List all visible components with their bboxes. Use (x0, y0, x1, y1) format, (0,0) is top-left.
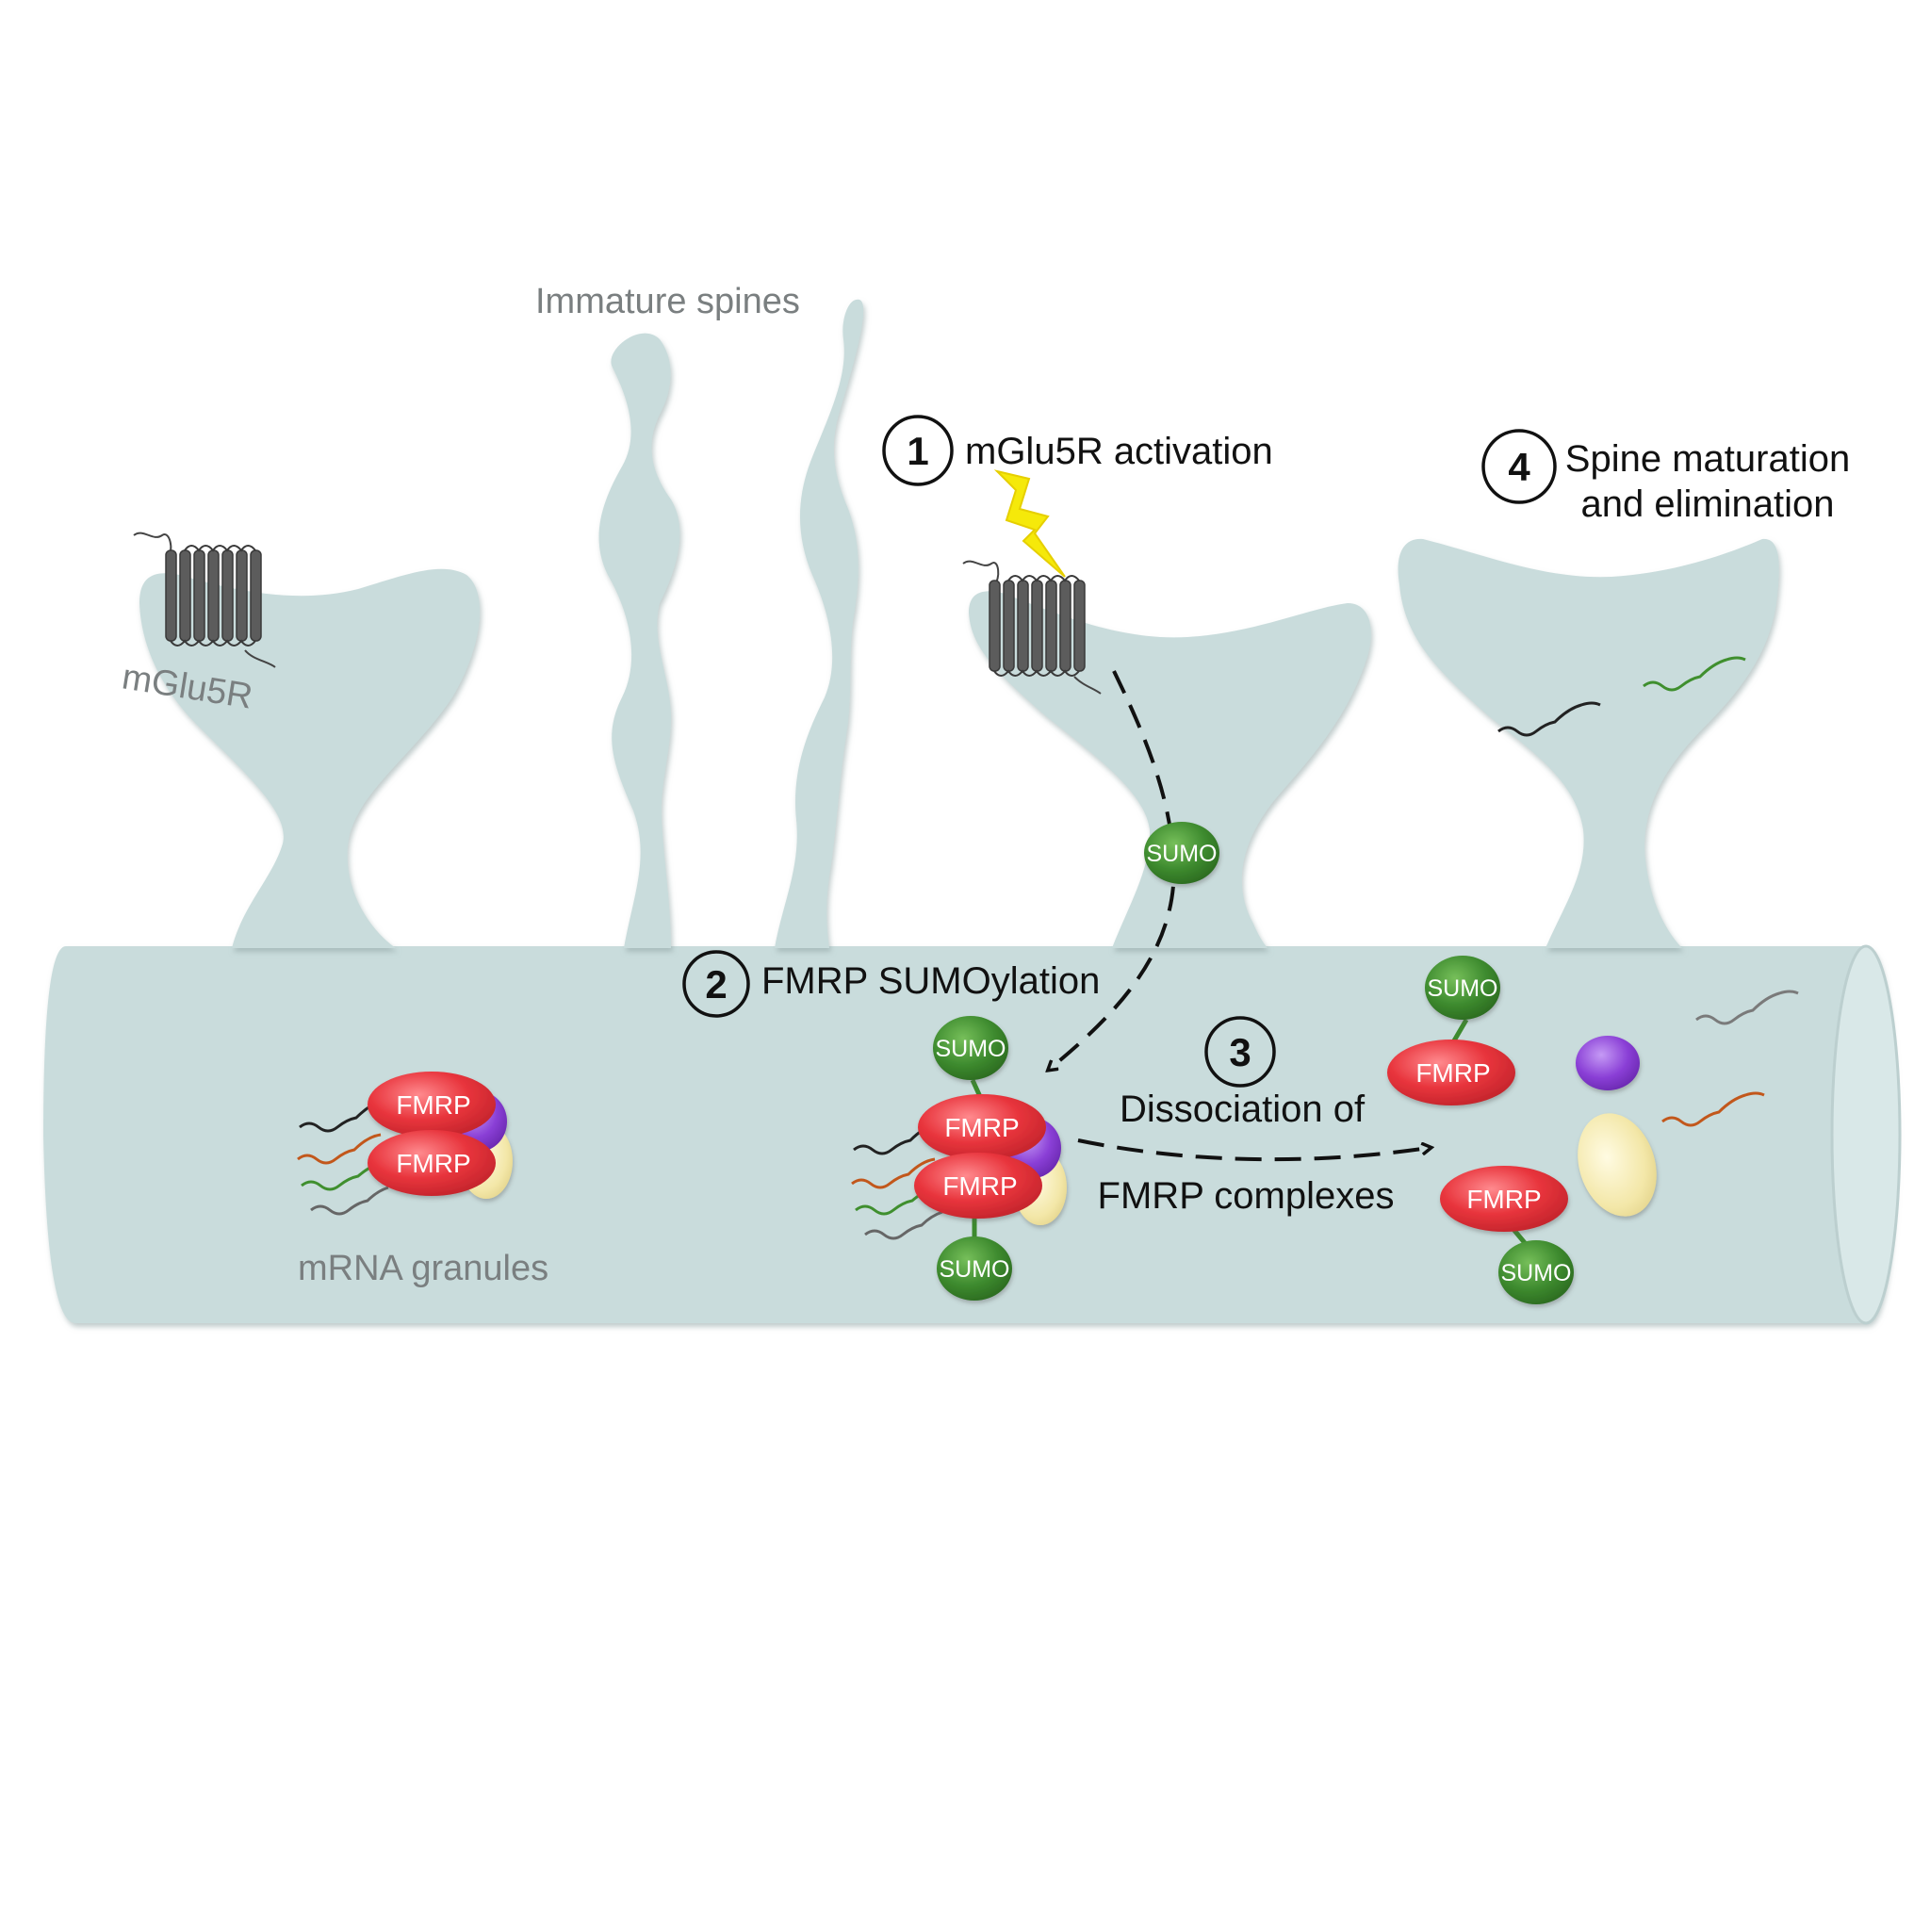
fmrp-protein (914, 1153, 1042, 1219)
mglu5r-receptor-left (133, 532, 276, 668)
step-3-line1: Dissociation of (1120, 1089, 1366, 1130)
sumo-label: SUMO (940, 1256, 1010, 1283)
spine-immature-right (775, 299, 864, 948)
lightning-icon (993, 469, 1066, 578)
spine-immature-left (598, 333, 680, 949)
mrna-granules-label: mRNA granules (298, 1249, 548, 1288)
fmrp-label: FMRP (396, 1090, 470, 1120)
fmrp-label: FMRP (396, 1149, 470, 1178)
sumo-protein (1425, 956, 1500, 1020)
dendrite-cut-end (1830, 944, 1902, 1325)
mglu5r-receptor-activated (962, 560, 1102, 695)
mrna-strand-free (1661, 1091, 1765, 1127)
mrna-strand (310, 1186, 389, 1216)
step-3-badge (1204, 1016, 1276, 1088)
step-4-number: 4 (1508, 445, 1530, 489)
dissociated-complex-top: SUMO FMRP (1387, 956, 1515, 1105)
sumo-label: SUMO (1501, 1260, 1572, 1286)
fmrp-label: FMRP (1466, 1185, 1541, 1214)
mrna-strand (297, 1133, 382, 1165)
arrow-activation-to-sumoylation (1050, 670, 1176, 1069)
step-3: 3 Dissociation of FMRP complexes (1098, 1016, 1395, 1217)
fmrp-protein (368, 1130, 496, 1196)
sumo-in-spine: SUMO (1144, 822, 1219, 884)
step-3-line2: FMRP complexes (1098, 1175, 1395, 1217)
fmrp-label: FMRP (944, 1113, 1019, 1142)
sumo-link (1450, 1018, 1469, 1044)
step-2-text: FMRP SUMOylation (761, 960, 1100, 1002)
fmrp-protein (1387, 1040, 1515, 1105)
mrna-strand (301, 1161, 384, 1191)
mrna-strand-spine (1497, 701, 1601, 737)
fmrp-label: FMRP (1415, 1058, 1490, 1088)
mrna-strand (864, 1210, 943, 1240)
sumo-protein (933, 1016, 1008, 1080)
sumo-label: SUMO (1147, 841, 1218, 867)
dissociated-complex-bottom: FMRP SUMO (1440, 1166, 1574, 1304)
step-1-number: 1 (907, 429, 928, 473)
mrna-granule-sumoylated: SUMO FMRP FMRP SUMO (851, 1016, 1067, 1301)
mrna-strand (851, 1157, 936, 1189)
immature-spines-label: Immature spines (535, 282, 800, 321)
purple-protein-free (1576, 1036, 1640, 1090)
sumo-label: SUMO (936, 1036, 1006, 1062)
step-1-badge (882, 415, 954, 486)
step-4-line1: Spine maturation (1565, 438, 1850, 480)
step-4-badge (1481, 429, 1557, 504)
sumo-label: SUMO (1428, 975, 1498, 1002)
step-2-number: 2 (705, 962, 727, 1007)
step-2: 2 FMRP SUMOylation (682, 950, 1100, 1018)
spine-mature-left (139, 568, 481, 948)
spine-activated (969, 591, 1371, 948)
step-1-text: mGlu5R activation (965, 431, 1273, 472)
step-2-badge (682, 950, 750, 1018)
step-4-line2: and elimination (1580, 483, 1834, 525)
spine-maturing (1398, 538, 1779, 948)
step-3-number: 3 (1229, 1030, 1251, 1074)
sumo-protein (937, 1236, 1012, 1301)
mrna-strand-free (1695, 990, 1799, 1025)
fmrp-protein (918, 1094, 1046, 1160)
fmrp-protein (1440, 1166, 1568, 1232)
arrow-dissociation (1077, 1138, 1429, 1162)
step-1: 1 mGlu5R activation (882, 415, 1273, 486)
sumo-protein (1498, 1240, 1574, 1304)
fmrp-protein (368, 1072, 496, 1138)
fmrp-label: FMRP (942, 1171, 1017, 1201)
step-4: 4 Spine maturation and elimination (1481, 429, 1850, 525)
mrna-granule-left: FMRP FMRP (297, 1072, 513, 1216)
cream-protein-free (1578, 1113, 1657, 1217)
mrna-strand-spine (1643, 656, 1746, 692)
